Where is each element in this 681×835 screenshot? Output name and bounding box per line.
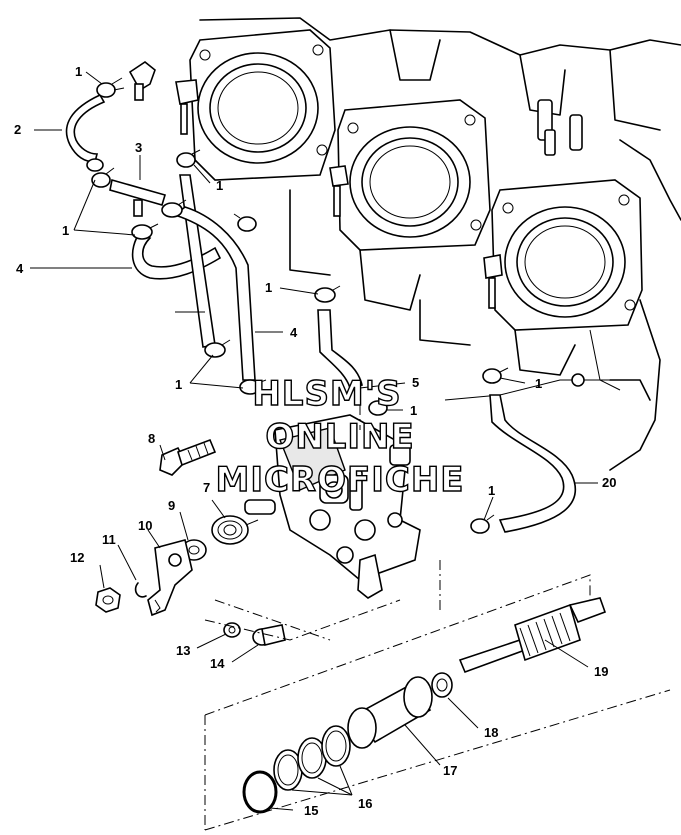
hose-5 [317, 309, 363, 389]
callout-1: 1 [265, 280, 272, 295]
intake-flange-1 [189, 29, 336, 181]
callout-18: 18 [484, 725, 498, 740]
washer-13 [223, 622, 241, 638]
gear-shaft-19 [458, 597, 607, 674]
lever-10 [147, 539, 193, 617]
callout-labels: 1 2 3 1 4 1 1 4 1 5 1 1 20 1 8 7 9 10 11… [14, 64, 616, 818]
watermark-line-2: ONLINE [265, 417, 414, 457]
callout-14: 14 [210, 656, 225, 671]
callout-9: 9 [168, 498, 175, 513]
screw-14 [252, 624, 286, 646]
washer-18 [431, 672, 453, 698]
callout-4: 4 [16, 261, 24, 276]
callout-10: 10 [138, 518, 152, 533]
callout-1: 1 [488, 483, 495, 498]
callout-1: 1 [62, 223, 69, 238]
hose-clamps [86, 77, 509, 534]
callout-3: 3 [135, 140, 142, 155]
watermark-line-3: MICROFICHE [215, 460, 464, 500]
callout-1: 1 [410, 403, 417, 418]
callout-1: 1 [75, 64, 82, 79]
callout-1: 1 [535, 376, 542, 391]
callout-5: 5 [412, 375, 419, 390]
watermark: HLSM'S ONLINE MICROFICHE [215, 373, 464, 500]
hose-20 [489, 394, 577, 533]
callout-16: 16 [358, 796, 372, 811]
callout-4: 4 [290, 325, 298, 340]
lower-dash-frame [204, 560, 671, 831]
leader-lines [30, 71, 598, 811]
intake-flange-2 [337, 99, 491, 311]
bushing-17 [347, 676, 433, 749]
callout-19: 19 [594, 664, 608, 679]
hose-tee-3 [109, 178, 166, 217]
callout-11: 11 [102, 532, 116, 547]
callout-13: 13 [176, 643, 190, 658]
callout-17: 17 [443, 763, 457, 778]
watermark-line-1: HLSM'S [252, 374, 401, 414]
hose-2 [65, 93, 106, 163]
clip-11 [134, 582, 147, 598]
callout-20: 20 [602, 475, 616, 490]
callout-12: 12 [70, 550, 84, 565]
engine-block [175, 17, 681, 471]
snap-ring-15 [242, 770, 278, 814]
intake-flange-3 [491, 179, 643, 376]
bolt-8 [159, 438, 217, 476]
spring-7 [211, 515, 259, 545]
callout-7: 7 [203, 480, 210, 495]
oil-pump [244, 385, 421, 599]
callout-2: 2 [14, 122, 21, 137]
orings-16 [273, 725, 351, 791]
callout-1: 1 [216, 178, 223, 193]
nut-12 [95, 587, 121, 613]
callout-1: 1 [175, 377, 182, 392]
callout-8: 8 [148, 431, 155, 446]
callout-15: 15 [304, 803, 318, 818]
elbow-fitting [128, 61, 156, 101]
hose-4-right [173, 206, 256, 381]
